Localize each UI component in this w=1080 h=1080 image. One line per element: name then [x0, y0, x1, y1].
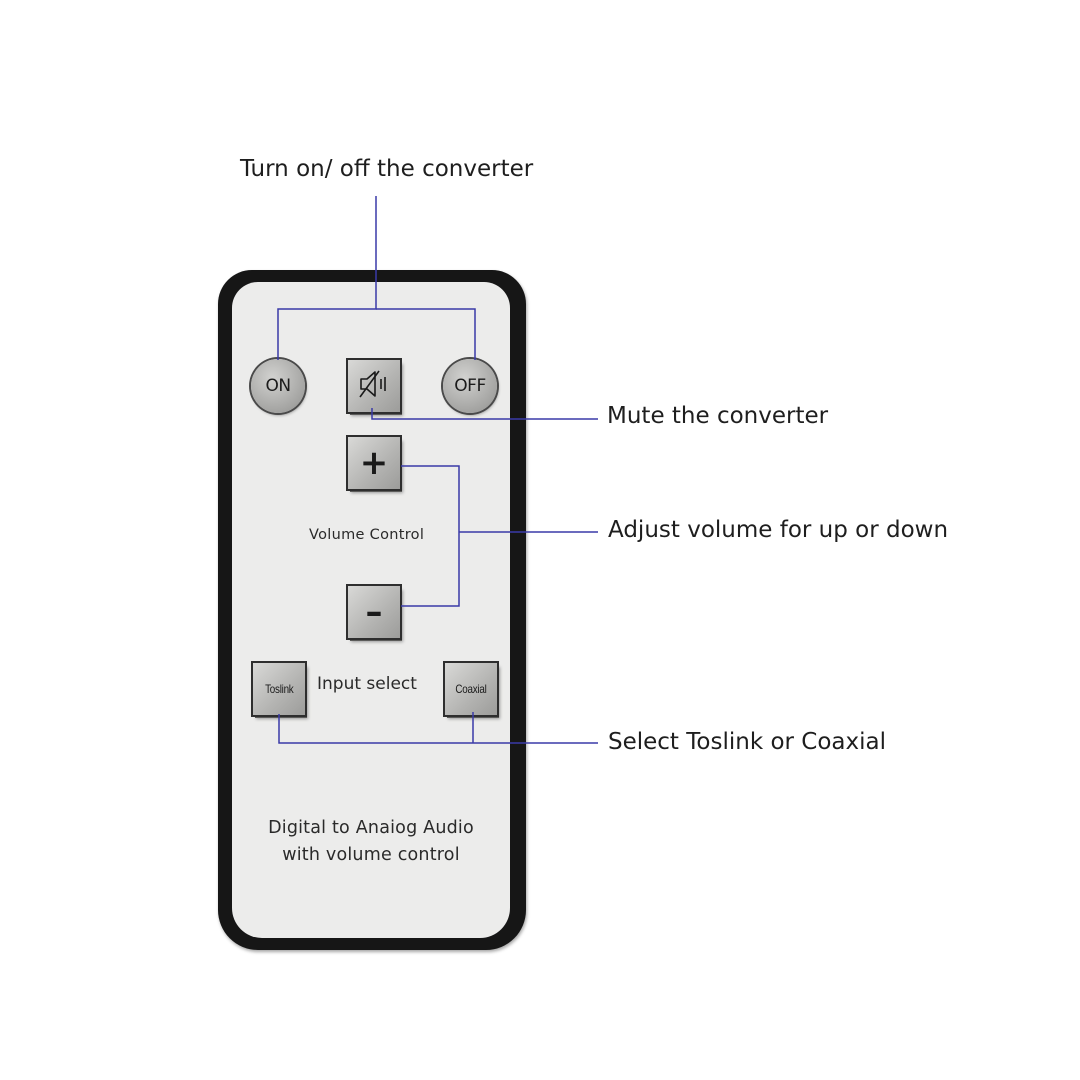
- coaxial-button-label: Coaxial: [455, 682, 487, 696]
- product-description-line2: with volume control: [282, 845, 460, 865]
- off-button[interactable]: OFF: [443, 359, 497, 413]
- callout-volume: Adjust volume for up or down: [608, 517, 949, 543]
- toslink-button-label: Toslink: [264, 682, 294, 696]
- callout-power: Turn on/ off the converter: [240, 156, 534, 182]
- on-button-label: ON: [265, 376, 291, 396]
- volume-up-button[interactable]: +: [348, 437, 400, 489]
- off-button-label: OFF: [454, 376, 486, 396]
- toslink-button[interactable]: Toslink: [253, 663, 305, 715]
- callout-mute: Mute the converter: [607, 403, 829, 429]
- callout-input: Select Toslink or Coaxial: [608, 729, 886, 755]
- input-select-label: Input select: [317, 674, 417, 694]
- mute-button[interactable]: [348, 360, 400, 412]
- product-description-line1: Digital to Anaiog Audio: [268, 818, 474, 838]
- minus-icon: –: [365, 592, 383, 632]
- volume-control-label: Volume Control: [309, 527, 425, 543]
- coaxial-button[interactable]: Coaxial: [445, 663, 497, 715]
- plus-icon: +: [359, 443, 389, 483]
- on-button[interactable]: ON: [251, 359, 305, 413]
- speaker-mute-icon: [357, 368, 391, 404]
- volume-down-button[interactable]: –: [348, 586, 400, 638]
